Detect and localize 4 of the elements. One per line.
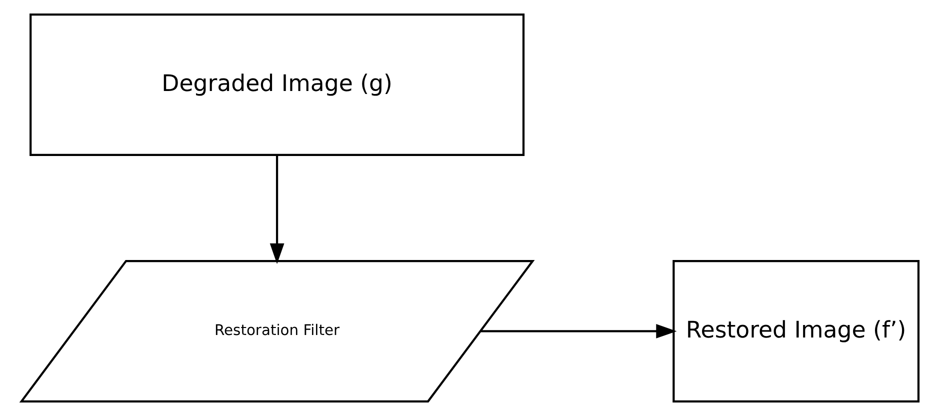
node-box: Restored Image (f’) bbox=[672, 260, 920, 402]
arrow bbox=[480, 324, 676, 338]
node-box: Degraded Image (g) bbox=[29, 14, 524, 156]
arrow bbox=[269, 155, 284, 264]
